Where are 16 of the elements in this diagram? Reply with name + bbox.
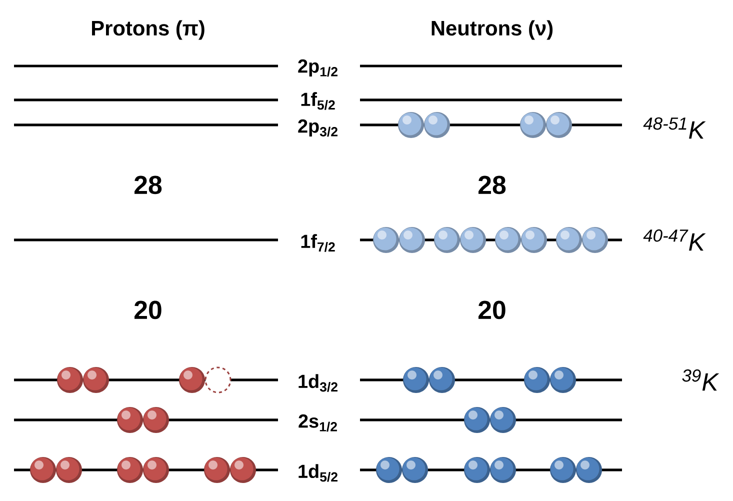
magic-number: 20 <box>132 300 164 320</box>
level-label: 1f$_{5/2}$ <box>299 91 337 111</box>
magic-number: 20 <box>476 300 508 320</box>
heading: Protons (π) <box>90 19 206 41</box>
level-label: 2p$_{3/2}$ <box>296 118 340 138</box>
level-label: 2p$_{1/2}$ <box>296 58 340 78</box>
heading: Neutrons (ν) <box>429 19 555 41</box>
level-label: 2s$_{1/2}$ <box>297 413 339 433</box>
isotope-label: $^{40-47}$K <box>642 228 706 252</box>
level-label: 1d$_{5/2}$ <box>296 463 340 483</box>
level-label: 1d$_{3/2}$ <box>296 373 340 393</box>
magic-number: 28 <box>132 174 164 196</box>
level-label: 1f$_{7/2}$ <box>299 233 337 253</box>
isotope-label: $^{39}$K <box>680 368 720 392</box>
magic-number: 28 <box>476 174 508 196</box>
isotope-label: $^{48-51}$K <box>642 116 706 140</box>
